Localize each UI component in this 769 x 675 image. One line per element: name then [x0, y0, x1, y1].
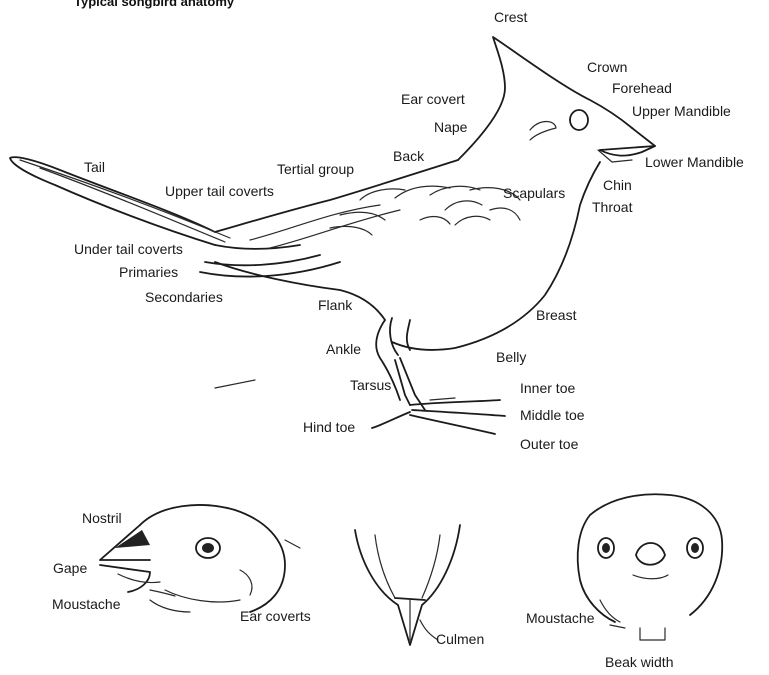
label-back: Back — [393, 149, 424, 163]
label-forehead: Forehead — [612, 81, 672, 95]
label-outer-toe: Outer toe — [520, 437, 578, 451]
label-secondaries: Secondaries — [145, 290, 223, 304]
label-ankle: Ankle — [326, 342, 361, 356]
beak-top-illustration — [355, 525, 460, 645]
label-ear-coverts: Ear coverts — [240, 609, 311, 623]
label-moustache-side: Moustache — [52, 597, 120, 611]
label-tarsus: Tarsus — [350, 378, 391, 392]
main-bird-illustration — [10, 37, 655, 434]
label-chin: Chin — [603, 178, 632, 192]
label-hind-toe: Hind toe — [303, 420, 355, 434]
label-tertial-group: Tertial group — [277, 162, 354, 176]
label-upper-tail-coverts: Upper tail coverts — [165, 184, 274, 198]
label-breast: Breast — [536, 308, 576, 322]
head-front-illustration — [578, 494, 723, 640]
label-belly: Belly — [496, 350, 526, 364]
label-nostril: Nostril — [82, 511, 122, 525]
label-primaries: Primaries — [119, 265, 178, 279]
label-inner-toe: Inner toe — [520, 381, 575, 395]
label-scapulars: Scapulars — [503, 186, 565, 200]
label-under-tail-coverts: Under tail coverts — [74, 242, 183, 256]
label-upper-mandible: Upper Mandible — [632, 104, 731, 118]
label-middle-toe: Middle toe — [520, 408, 585, 422]
label-moustache-front: Moustache — [526, 611, 594, 625]
label-crown: Crown — [587, 60, 627, 74]
label-culmen: Culmen — [436, 632, 484, 646]
head-side-illustration — [100, 505, 285, 612]
label-beak-width: Beak width — [605, 655, 673, 669]
label-throat: Throat — [592, 200, 632, 214]
label-nape: Nape — [434, 120, 467, 134]
label-crest: Crest — [494, 10, 527, 24]
label-lower-mandible: Lower Mandible — [645, 155, 744, 169]
label-gape: Gape — [53, 561, 87, 575]
label-tail: Tail — [84, 160, 105, 174]
label-ear-covert: Ear covert — [401, 92, 465, 106]
label-flank: Flank — [318, 298, 352, 312]
